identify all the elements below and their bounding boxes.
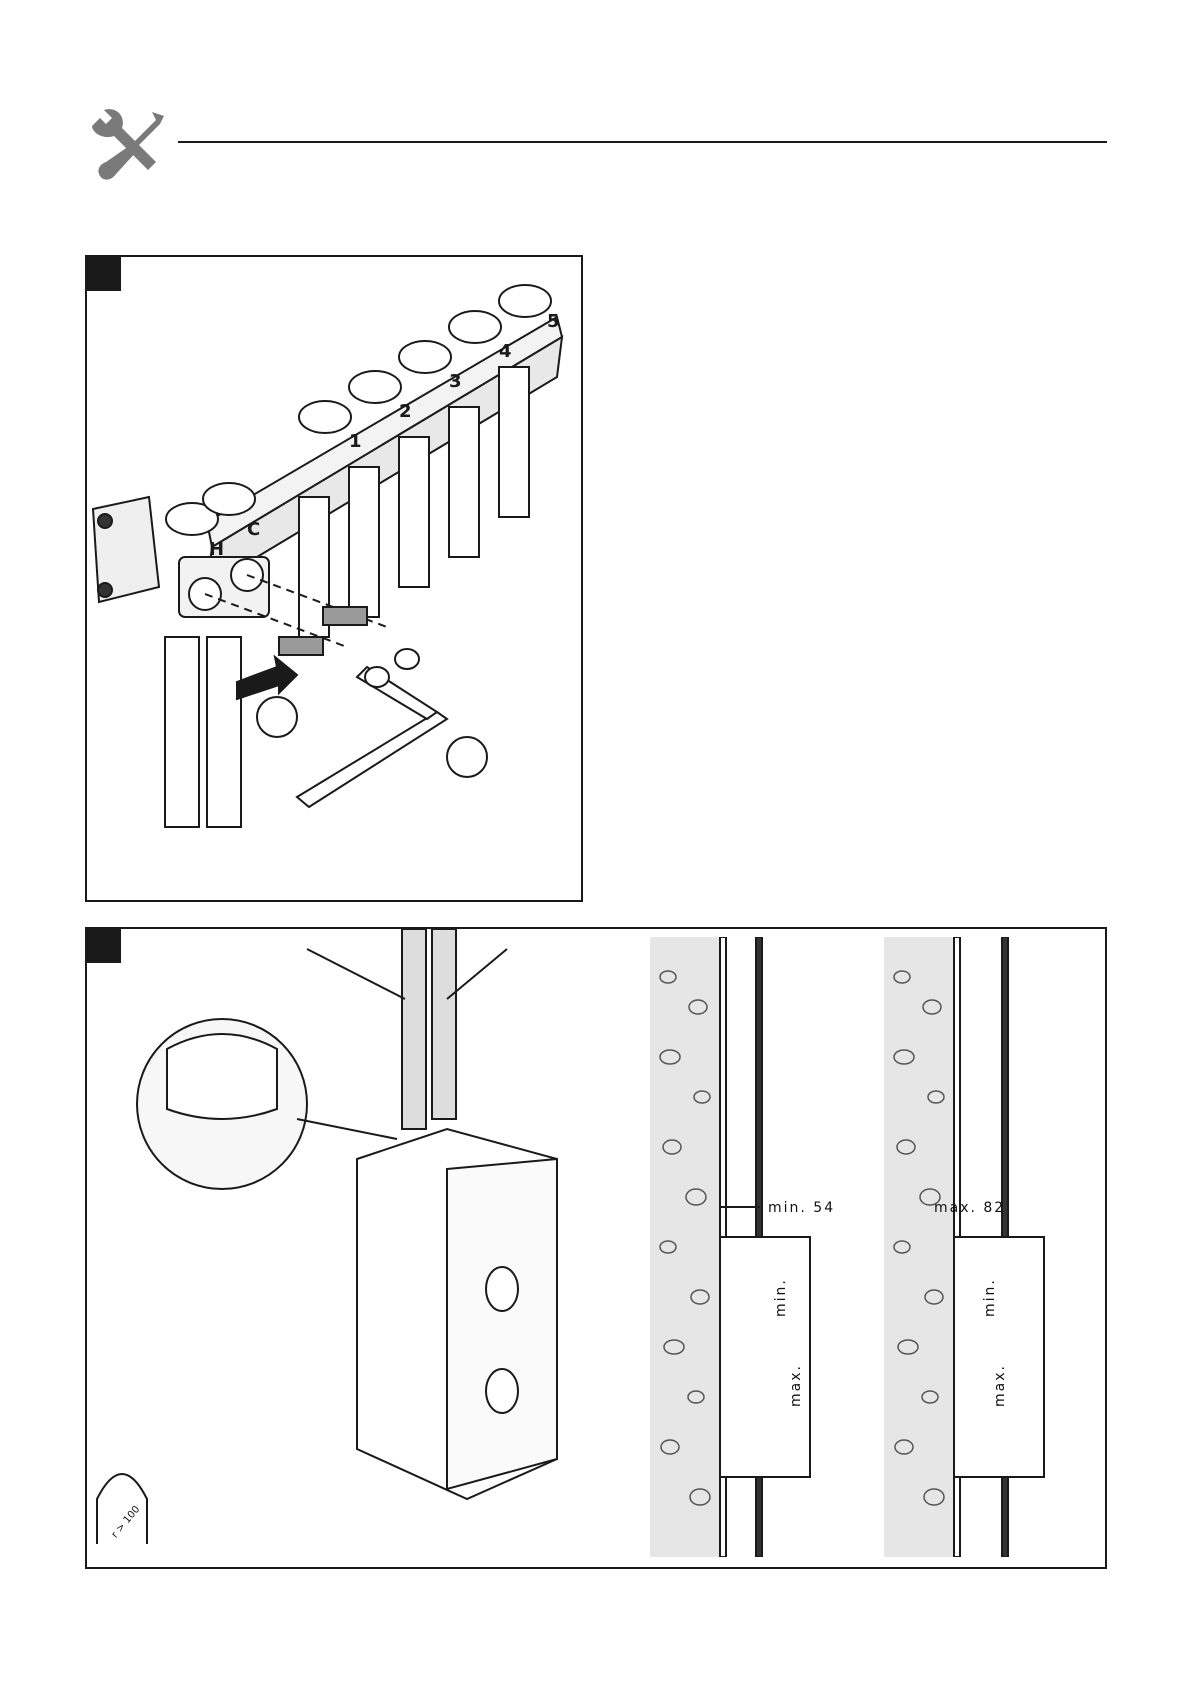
hot-label: H [209, 539, 224, 560]
valve-number-4: 4 [499, 341, 512, 362]
min-label: min. [982, 1278, 998, 1317]
step-panel-2: r > 100 min. 54 min. max. [85, 927, 1107, 1569]
step-panel-1: 1 2 3 4 5 H C [85, 255, 583, 902]
valve-number-2: 2 [399, 401, 412, 422]
wall-section-min: min. 54 min. max. [650, 937, 850, 1557]
valve-manifold-illustration: 1 2 3 4 5 H C [87, 257, 581, 900]
header-rule [178, 141, 1107, 143]
valve-number-3: 3 [449, 371, 462, 392]
wall-section-max: max. 82 min. max. [884, 937, 1084, 1557]
max-label: max. [992, 1364, 1008, 1407]
cold-label: C [247, 519, 260, 540]
valve-number-5: 5 [547, 311, 560, 332]
min-label: min. [773, 1278, 789, 1317]
tools-icon [86, 104, 176, 194]
installation-box-illustration: r > 100 [87, 929, 687, 1567]
bend-radius-label: r > 100 [110, 1504, 143, 1540]
valve-number-1: 1 [349, 431, 362, 452]
min-54-label: min. 54 [768, 1200, 835, 1216]
max-label: max. [788, 1364, 804, 1407]
max-82-label: max. 82 [934, 1200, 1005, 1216]
